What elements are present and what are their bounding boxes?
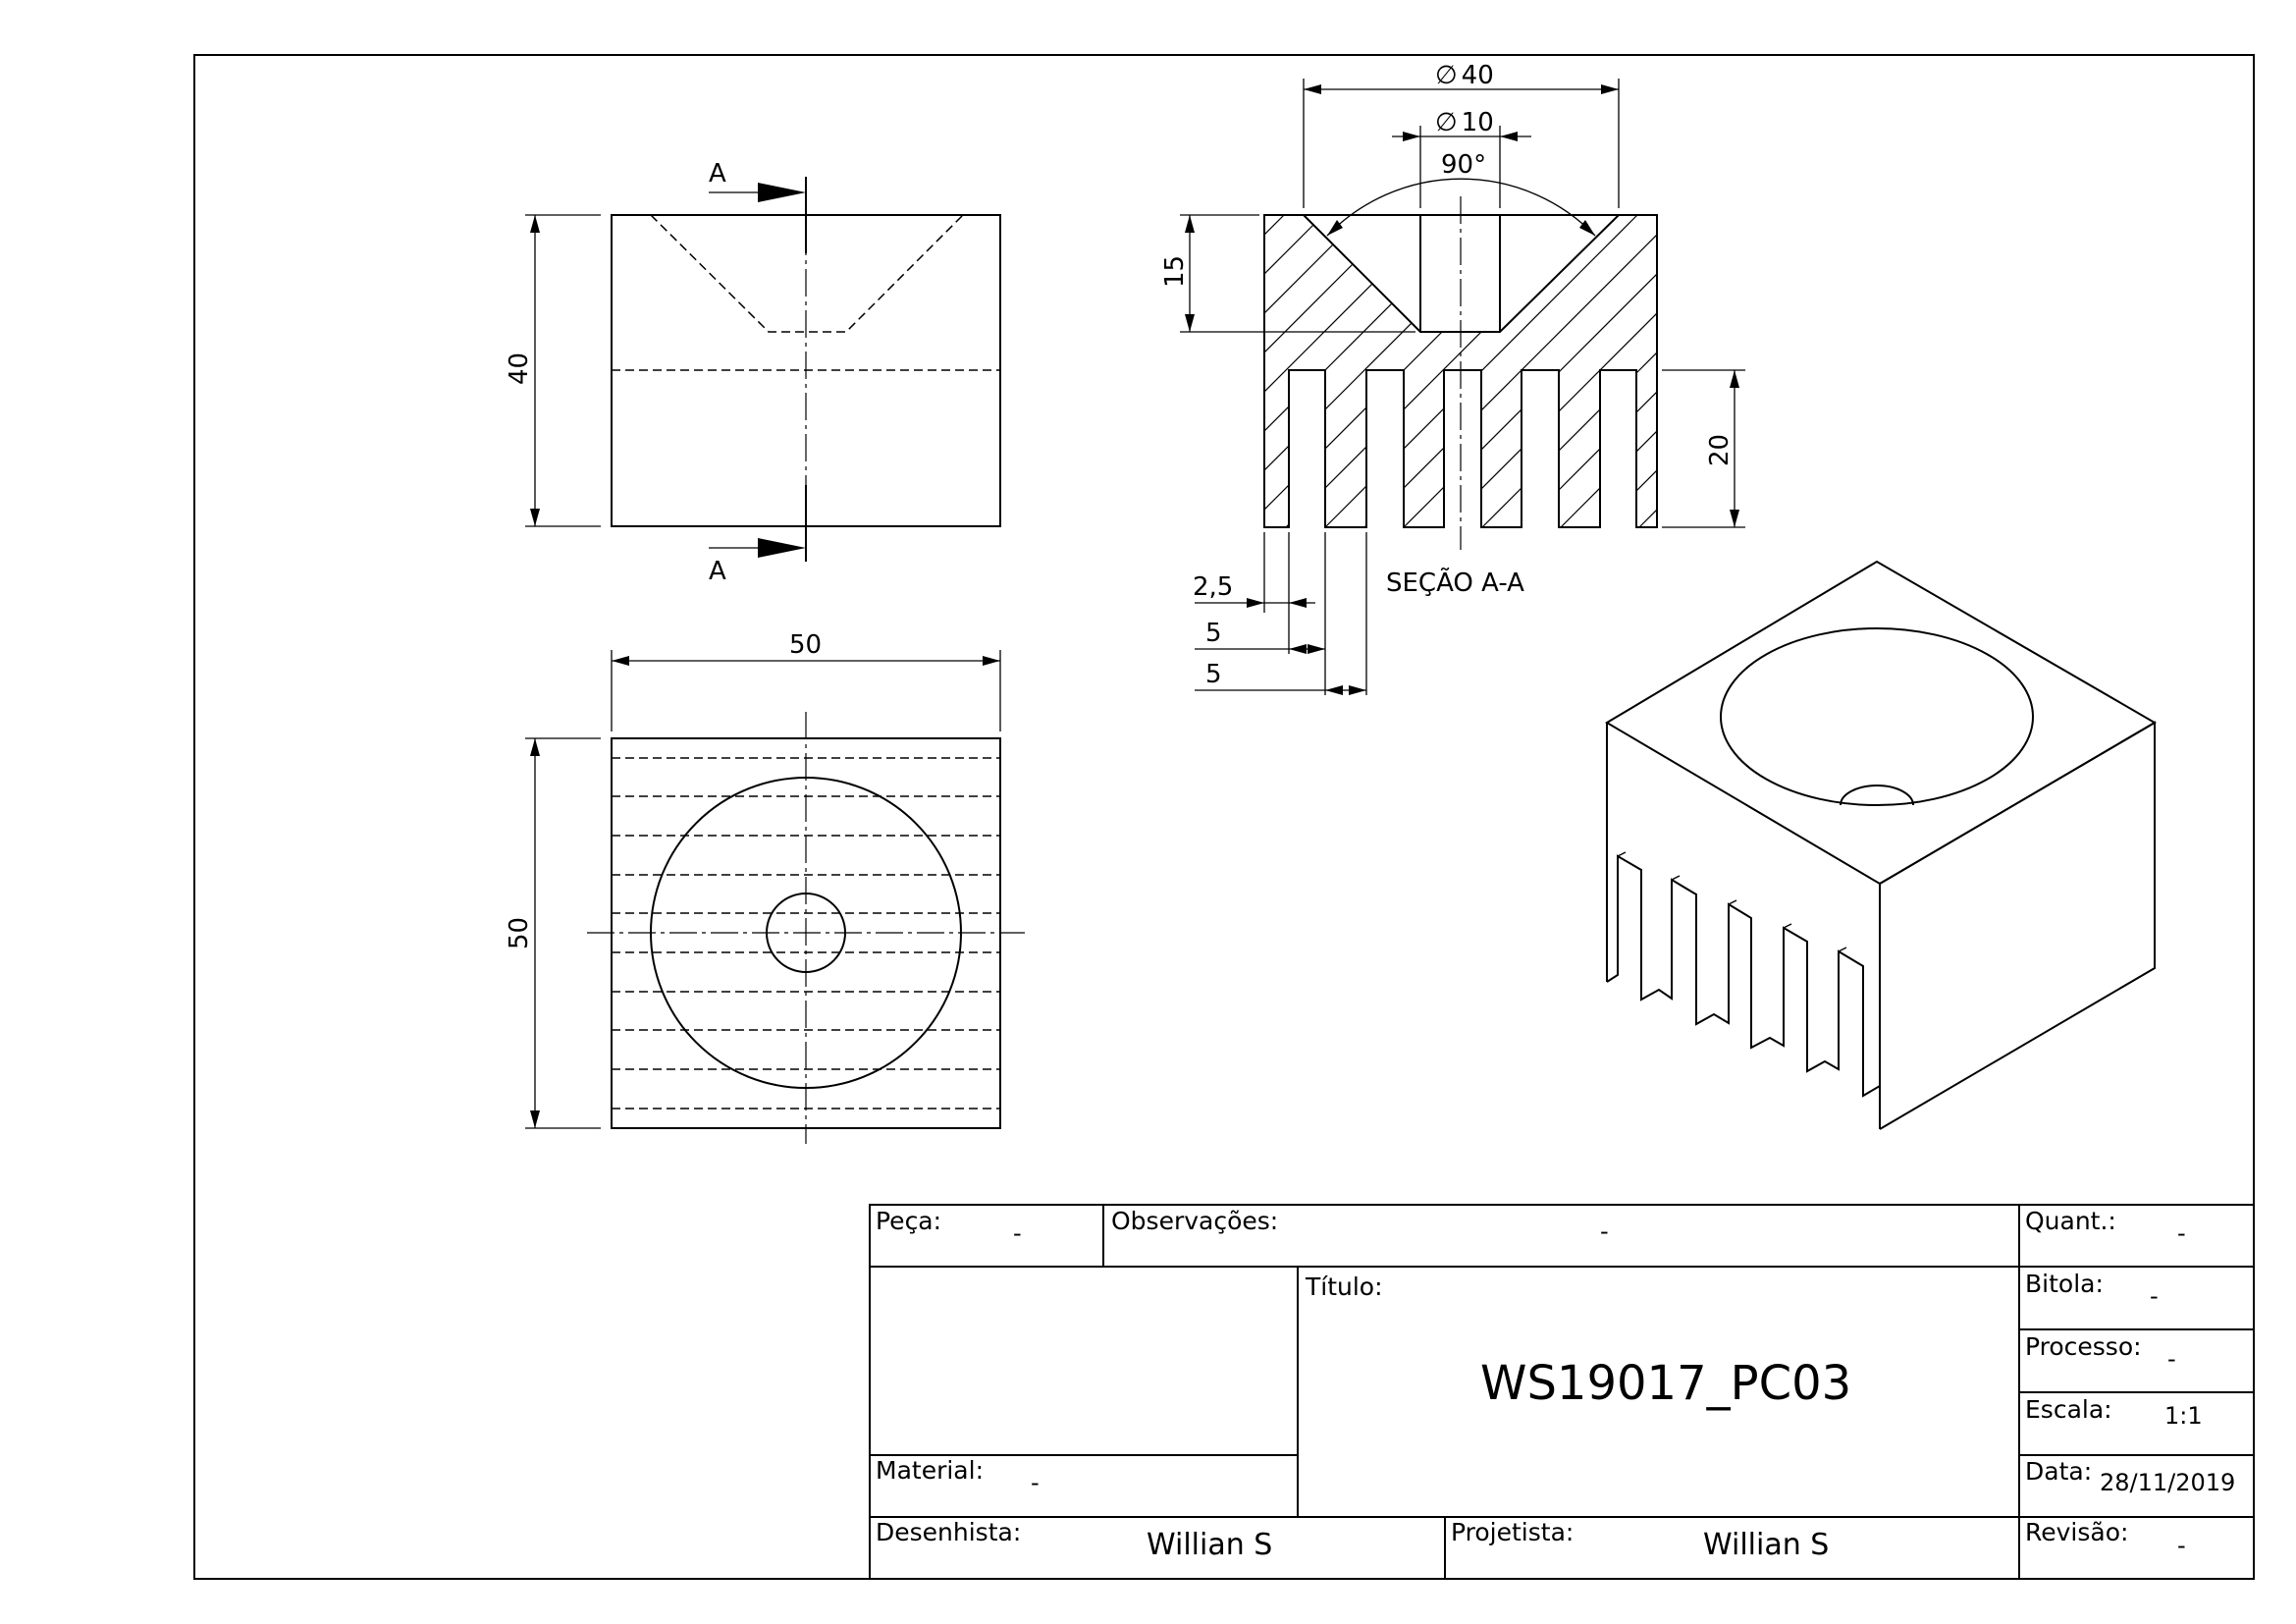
section-title: SEÇÃO A-A <box>1386 567 1524 598</box>
titulo-label: Título: <box>1305 1272 1383 1301</box>
sec-dia40-arrow-right <box>1601 84 1619 94</box>
sheet-border <box>193 54 2255 1580</box>
escala-label: Escala: <box>2025 1395 2112 1424</box>
top-dim-width-label: 50 <box>789 630 822 660</box>
section-mark-top: A <box>709 159 726 189</box>
sec-depth-arrow-top <box>1185 215 1195 233</box>
bitola-value: - <box>2150 1282 2159 1310</box>
sec-angle-arrow-right <box>1579 220 1595 236</box>
quant-value: - <box>2177 1219 2186 1247</box>
cut-arrow-top-head <box>758 183 806 202</box>
projetista-label: Projetista: <box>1451 1518 1574 1546</box>
diameter-symbol: ∅ <box>1435 108 1458 137</box>
desenhista-value: Willian S <box>1147 1528 1272 1562</box>
sec-w-arrow-3b <box>1349 685 1366 695</box>
sec-w-arrow-2b <box>1308 644 1325 654</box>
observacoes-value: - <box>1600 1218 1609 1245</box>
top-dim-h-arrow-bottom <box>530 1110 540 1128</box>
section-view: ∅40 ∅10 90° 15 20 2,5 <box>1160 61 1745 695</box>
top-dim-height-label: 50 <box>505 917 534 949</box>
observacoes-label: Observações: <box>1111 1207 1278 1235</box>
front-view: A A 40 <box>505 159 1001 586</box>
sec-w-arrow-3a <box>1325 685 1343 695</box>
material-value: - <box>1031 1469 1040 1496</box>
isometric-view <box>1605 560 2157 1130</box>
sec-w-arrow-2a <box>1289 644 1307 654</box>
titulo-value: WS19017_PC03 <box>1480 1356 1851 1411</box>
sec-depth-arrow-bottom <box>1185 314 1195 332</box>
bitola-label: Bitola: <box>2025 1270 2104 1298</box>
front-dim-arrow-bottom <box>530 509 540 526</box>
quant-label: Quant.: <box>2025 1207 2116 1235</box>
section-outline <box>1263 214 1658 528</box>
iso-bore <box>1840 785 1914 806</box>
sec-slot-arrow-top <box>1730 370 1739 388</box>
iso-top-face <box>1605 560 2157 886</box>
sec-slot-depth-label: 20 <box>1705 434 1735 466</box>
diameter-symbol: ∅ <box>1435 61 1458 90</box>
front-dim-height-label: 40 <box>505 352 534 385</box>
material-label: Material: <box>876 1456 984 1485</box>
sec-angle-arc <box>1326 178 1596 237</box>
cut-arrow-bottom-head <box>758 538 806 558</box>
top-view: 50 50 <box>505 630 1025 1144</box>
sec-slot-a-label: 2,5 <box>1193 572 1233 602</box>
revisao-label: Revisão: <box>2025 1518 2128 1546</box>
top-dim-h-arrow-top <box>530 738 540 756</box>
escala-value: 1:1 <box>2164 1402 2203 1430</box>
title-block: Peça: - Observações: - Quant.: - Título:… <box>869 1204 2255 1580</box>
processo-label: Processo: <box>2025 1332 2142 1361</box>
sec-slot-arrow-bottom <box>1730 510 1739 527</box>
top-dim-w-arrow-left <box>612 656 629 666</box>
projetista-value: Willian S <box>1703 1528 1829 1562</box>
sec-dia10-arrow-left <box>1403 132 1420 141</box>
processo-value: - <box>2167 1345 2176 1373</box>
iso-cone-rim <box>1720 627 2034 806</box>
sec-dia10-label: ∅10 <box>1435 108 1494 137</box>
sec-depth-label: 15 <box>1160 255 1190 288</box>
revisao-value: - <box>2177 1532 2186 1559</box>
front-dim-arrow-top <box>530 215 540 233</box>
sec-w-arrow-1a <box>1247 598 1264 608</box>
data-value: 28/11/2019 <box>2100 1469 2235 1496</box>
sec-w-arrow-1b <box>1289 598 1307 608</box>
sec-dia10-value: 10 <box>1462 108 1494 137</box>
sec-dia10-arrow-right <box>1500 132 1518 141</box>
section-mark-bottom: A <box>709 557 726 586</box>
iso-slotted-face <box>1606 854 1881 1129</box>
peca-label: Peça: <box>876 1207 941 1235</box>
iso-slot-inner-lines <box>1617 851 1847 1000</box>
desenhista-label: Desenhista: <box>876 1518 1021 1546</box>
sec-dia40-value: 40 <box>1462 61 1494 90</box>
sec-slot-b-label: 5 <box>1205 619 1222 648</box>
front-view-hidden-cone <box>650 214 964 333</box>
sec-dia40-label: ∅40 <box>1435 61 1494 90</box>
iso-right-face <box>1879 721 2156 1130</box>
sec-angle-label: 90° <box>1441 150 1486 180</box>
sec-slot-c-label: 5 <box>1205 660 1222 689</box>
section-hatching <box>1264 215 1657 527</box>
sec-dia40-arrow-left <box>1304 84 1321 94</box>
data-label: Data: <box>2025 1457 2092 1486</box>
sec-angle-arrow-left <box>1327 220 1343 236</box>
peca-value: - <box>1013 1219 1022 1247</box>
top-dim-w-arrow-right <box>983 656 1000 666</box>
